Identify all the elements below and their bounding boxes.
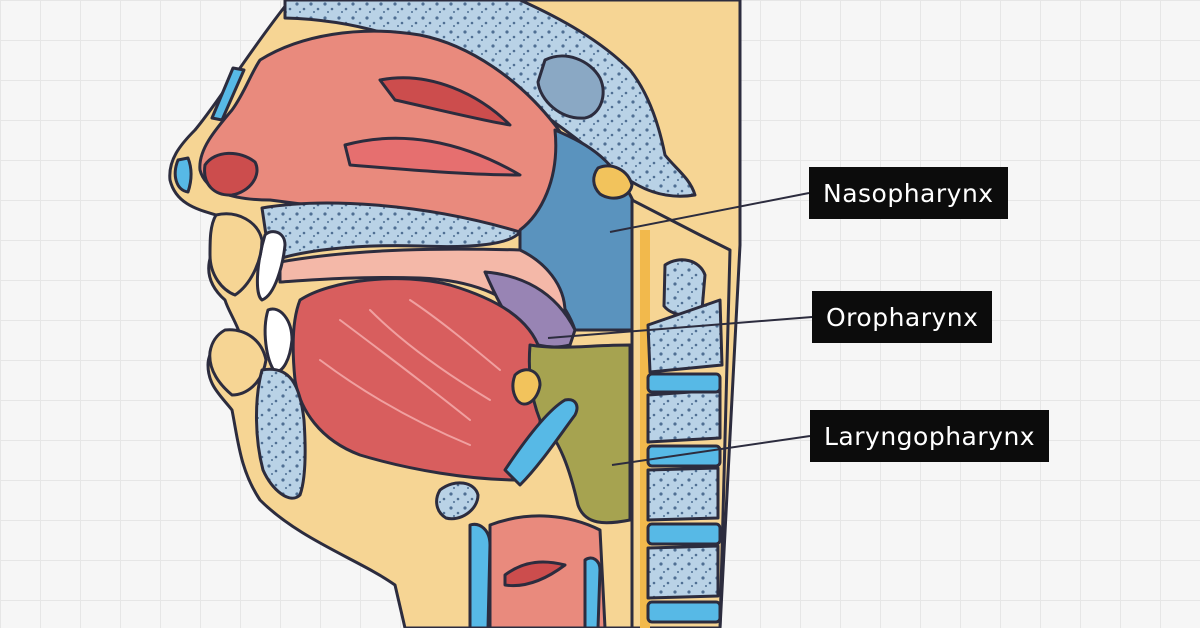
vertebra-c4: [648, 468, 718, 520]
oropharynx-label: Oropharynx: [812, 291, 992, 343]
laryngopharynx-label: Laryngopharynx: [810, 410, 1049, 462]
nostril-cartilage: [175, 158, 191, 192]
nasopharynx-label: Nasopharynx: [809, 167, 1008, 219]
esophagus-front: [585, 558, 600, 628]
vertebra-c5: [648, 546, 718, 598]
intervertebral-disc-3: [648, 524, 720, 544]
intervertebral-disc-1: [648, 374, 720, 392]
tonsil: [513, 370, 540, 404]
intervertebral-disc-4: [648, 602, 720, 622]
vertebra-c3: [648, 390, 720, 442]
thyroid-cartilage: [470, 524, 490, 628]
intervertebral-disc-2: [648, 446, 720, 466]
